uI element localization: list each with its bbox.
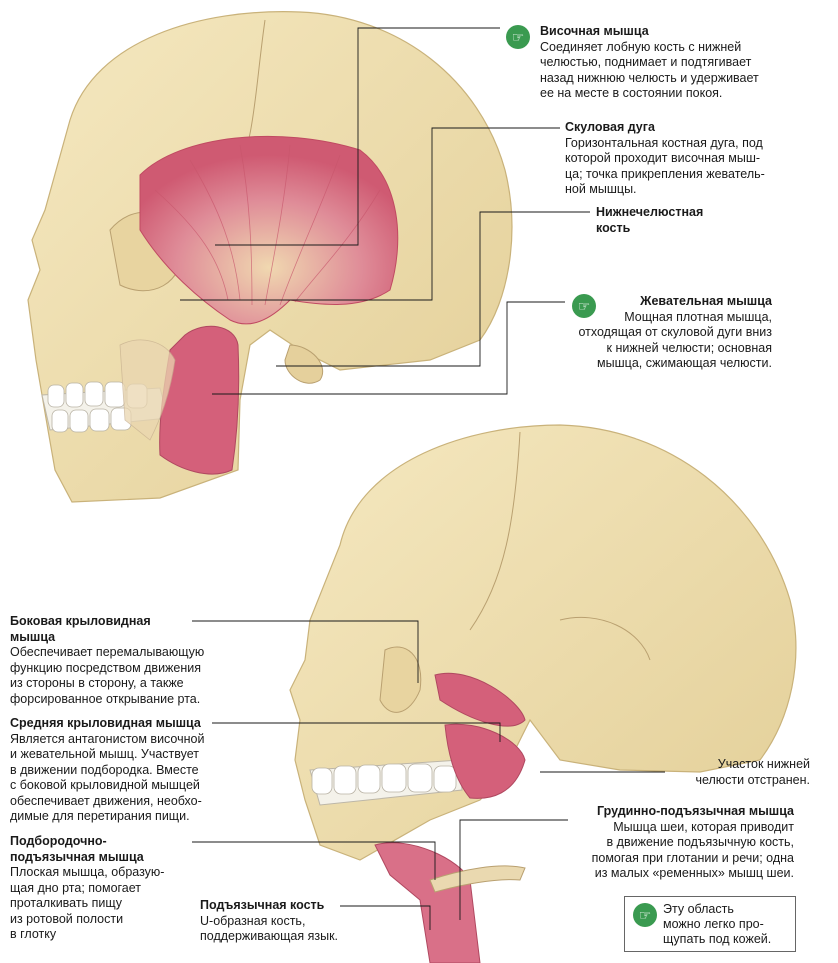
label-medial-pterygoid-line: в движении подбородка. Вместе bbox=[10, 762, 199, 777]
label-removed-line: Участок нижней bbox=[717, 757, 810, 771]
label-geniohyoid-line: щая дно рта; помогает bbox=[10, 880, 142, 895]
label-sternohyoid: Грудинно-подъязычная мышца Мышца шеи, ко… bbox=[568, 804, 794, 882]
label-geniohyoid-line: проталкивать пищу bbox=[10, 896, 122, 910]
label-mandible-line: Нижнечелюстная bbox=[596, 205, 704, 219]
top-skull bbox=[27, 11, 513, 503]
label-geniohyoid-line: в глотку bbox=[10, 927, 57, 941]
label-masseter-line: мышца, сжимающая челюсти. bbox=[597, 356, 772, 370]
label-medial-pterygoid-title: Средняя крыловидная мышца bbox=[10, 716, 201, 730]
label-medial-pterygoid-line: Является антагонистом височной bbox=[10, 731, 205, 746]
label-mandible: Нижнечелюстная кость bbox=[596, 205, 816, 236]
label-temporalis-line: ее на месте в состоянии покоя. bbox=[540, 86, 723, 100]
label-medial-pterygoid-line: с боковой крыловидной мышцей bbox=[10, 778, 200, 792]
label-lateral-pterygoid-line: Обеспечивает перемалывающую bbox=[10, 645, 205, 659]
label-hyoid-title: Подъязычная кость bbox=[200, 898, 325, 912]
label-masseter-line: Мощная плотная мышца, bbox=[624, 309, 772, 324]
label-zygomatic-title: Скуловая дуга bbox=[565, 120, 655, 134]
label-removed-line: челюсти отстранен. bbox=[695, 772, 810, 787]
palpate-hand-icon: ☞ bbox=[633, 903, 657, 927]
label-lateral-pterygoid-line: функцию посредством движения bbox=[10, 660, 202, 675]
label-medial-pterygoid-line: димые для перетирания пищи. bbox=[10, 809, 190, 823]
label-masseter-title: Жевательная мышца bbox=[640, 294, 772, 308]
label-medial-pterygoid: Средняя крыловидная мышца Является антаг… bbox=[10, 716, 250, 825]
label-lateral-pterygoid-title: мышца bbox=[10, 629, 56, 644]
label-zygomatic-line: которой проходит височная мыш- bbox=[565, 151, 761, 165]
label-temporalis-line: челюстью, поднимает и подтягивает bbox=[540, 55, 752, 69]
label-temporalis-line: назад нижнюю челюсть и удерживает bbox=[540, 70, 759, 85]
label-temporalis: Височная мышца Соединяет лобную кость с … bbox=[540, 24, 830, 102]
label-masseter-line: к нижней челюсти; основная bbox=[606, 340, 772, 355]
label-geniohyoid-title: подъязычная мышца bbox=[10, 849, 144, 864]
label-geniohyoid-title: Подбородочно- bbox=[10, 834, 107, 848]
label-sternohyoid-line: в движение подъязычную кость, bbox=[606, 835, 794, 849]
palpate-hand-icon: ☞ bbox=[506, 25, 530, 49]
label-temporalis-title: Височная мышца bbox=[540, 24, 649, 38]
label-sternohyoid-line: помогая при глотании и речи; одна bbox=[591, 850, 794, 865]
label-lateral-pterygoid: Боковая крыловидная мышца Обеспечивает п… bbox=[10, 614, 250, 707]
label-hyoid-line: поддерживающая язык. bbox=[200, 929, 339, 943]
label-geniohyoid-line: Плоская мышца, образую- bbox=[10, 865, 165, 879]
palpation-note-line: можно легко про- bbox=[663, 917, 764, 931]
palpate-hand-icon: ☞ bbox=[572, 294, 596, 318]
label-geniohyoid: Подбородочно- подъязычная мышца Плоская … bbox=[10, 834, 190, 943]
label-sternohyoid-title: Грудинно-подъязычная мышца bbox=[597, 804, 794, 818]
bottom-skull bbox=[289, 424, 797, 963]
label-removed: Участок нижней челюсти отстранен. bbox=[670, 757, 810, 788]
label-medial-pterygoid-line: обеспечивает движения, необхо- bbox=[10, 793, 202, 808]
label-lateral-pterygoid-line: из стороны в сторону, а также bbox=[10, 676, 184, 690]
label-zygomatic-line: ца; точка прикрепления жеватель- bbox=[565, 166, 765, 181]
label-hyoid: Подъязычная кость U-образная кость, подд… bbox=[200, 898, 360, 945]
palpation-note: ☞ Эту область можно легко про- щупать по… bbox=[624, 896, 796, 952]
label-hyoid-line: U-образная кость, bbox=[200, 913, 306, 928]
label-masseter-line: отходящая от скуловой дуги вниз bbox=[578, 325, 772, 339]
label-medial-pterygoid-line: и жевательной мышц. Участвует bbox=[10, 747, 200, 761]
label-zygomatic: Скуловая дуга Горизонтальная костная дуг… bbox=[565, 120, 830, 198]
label-zygomatic-line: ной мышцы. bbox=[565, 182, 637, 196]
label-lateral-pterygoid-title: Боковая крыловидная bbox=[10, 614, 151, 628]
label-mandible-line: кость bbox=[596, 220, 631, 235]
label-temporalis-line: Соединяет лобную кость с нижней bbox=[540, 39, 742, 54]
leader-lines bbox=[180, 27, 665, 930]
label-zygomatic-line: Горизонтальная костная дуга, под bbox=[565, 135, 763, 150]
label-lateral-pterygoid-line: форсированное открывание рта. bbox=[10, 691, 201, 706]
palpation-note-line: щупать под кожей. bbox=[663, 932, 772, 946]
label-sternohyoid-line: Мышца шеи, которая приводит bbox=[613, 819, 794, 834]
palpation-note-text: Эту область можно легко про- щупать под … bbox=[663, 902, 793, 947]
label-masseter: Жевательная мышца Мощная плотная мышца, … bbox=[560, 294, 772, 372]
label-sternohyoid-line: из малых «ременных» мышц шеи. bbox=[594, 866, 794, 880]
palpation-note-line: Эту область bbox=[663, 902, 734, 916]
label-geniohyoid-line: из ротовой полости bbox=[10, 911, 124, 926]
